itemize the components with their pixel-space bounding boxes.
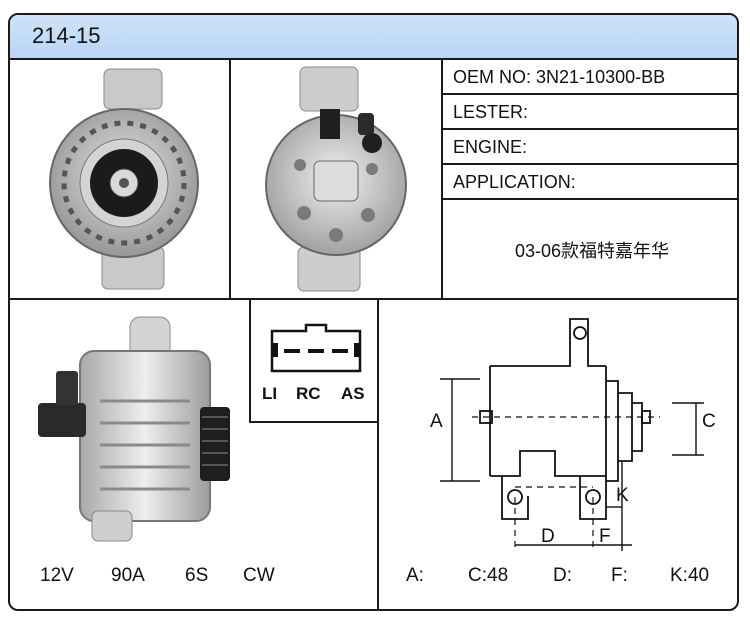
dim-label-c: C [702,411,716,432]
spec-voltage: 12V [40,565,74,586]
dim-value-k: K:40 [670,565,710,586]
divider-h-info-3 [443,163,737,165]
application-value: 03-06款福特嘉年华 [514,241,670,261]
connector-diagram [270,323,362,373]
divider-h-info-2 [443,128,737,130]
dim-value-a: A: [406,565,424,586]
spec-sheet: 214-15 [8,13,739,611]
alternator-front-photo [49,68,199,290]
divider-h-middle [10,298,737,300]
header-bar: 214-15 [10,15,737,60]
spec-current: 90A [111,565,145,586]
alternator-rear-photo [265,66,407,292]
spec-rotation: CW [243,565,275,586]
dimension-drawing [440,318,704,551]
oem-row: OEM NO: 3N21-10300-BB [453,67,665,88]
connector-pin-2: RC [296,384,321,403]
part-number: 214-15 [32,23,101,48]
dim-value-d: D: [553,565,572,586]
lester-row: LESTER: [453,102,528,123]
connector-pin-1: LI [262,384,278,403]
application-row: APPLICATION: [453,172,576,193]
dim-label-k: K [616,485,629,506]
engine-row: ENGINE: [453,137,527,158]
application-label: APPLICATION: [453,172,576,192]
alternator-side-photo [38,316,230,542]
divider-v-bottom [377,300,379,609]
divider-v-info [441,58,443,298]
dim-label-a: A [430,411,443,432]
oem-value: 3N21-10300-BB [536,67,666,87]
dim-label-d: D [541,526,555,547]
divider-v-photos [229,58,231,298]
dim-value-c: C:48 [468,565,509,586]
spec-pulley: 6S [185,565,209,586]
divider-h-info-4 [443,198,737,200]
engine-label: ENGINE: [453,137,528,157]
dim-label-f: F [599,526,611,547]
connector-box-left [249,300,251,423]
connector-pin-3: AS [341,384,365,403]
connector-box-bottom [249,421,379,423]
oem-label: OEM NO: [453,67,532,87]
divider-h-info-1 [443,93,737,95]
lester-label: LESTER: [453,102,529,122]
dim-value-f: F: [611,565,628,586]
